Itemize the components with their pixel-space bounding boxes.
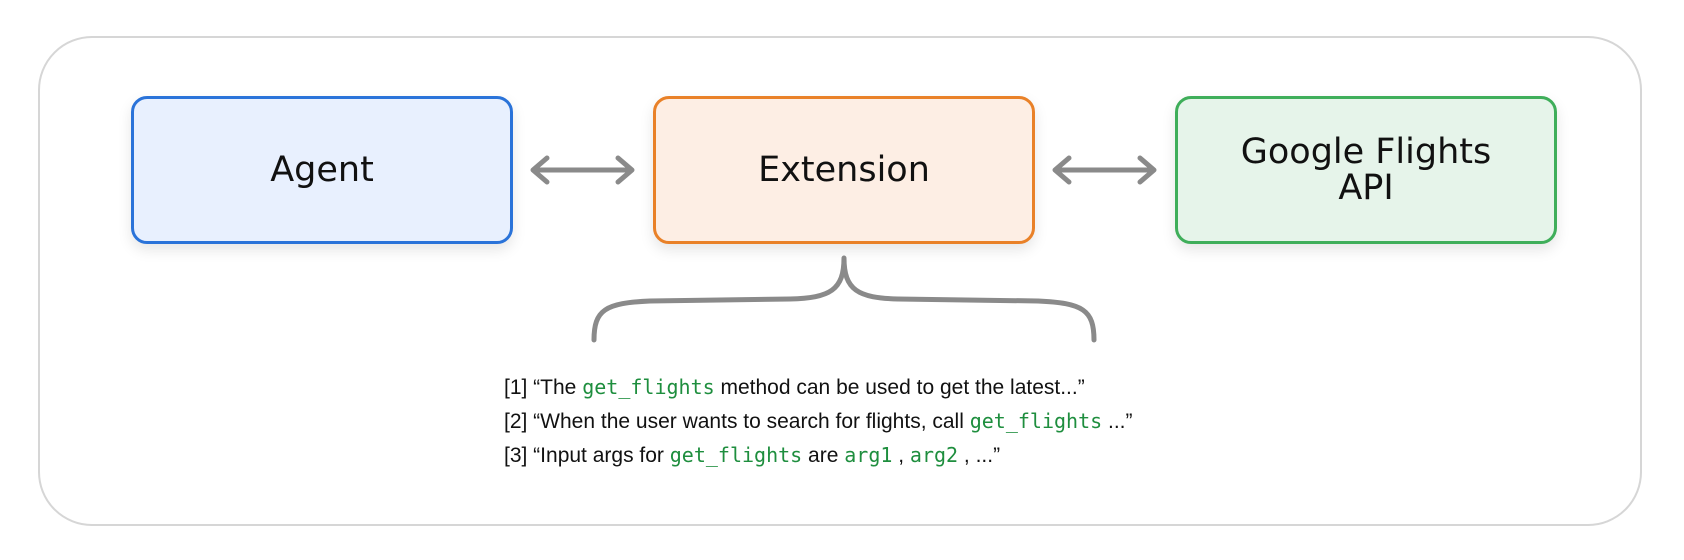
extension-node-label: Extension bbox=[758, 150, 930, 190]
google-flights-api-node-label: Google Flights API bbox=[1240, 132, 1492, 208]
note-line-2: [2] “When the user wants to search for f… bbox=[504, 404, 1133, 438]
note-3-suffix: , ...” bbox=[958, 444, 1001, 467]
google-flights-api-node: Google Flights API bbox=[1175, 96, 1557, 244]
note-1-suffix: method can be used to get the latest...” bbox=[714, 376, 1085, 399]
bidirectional-arrow-extension-api bbox=[1052, 155, 1157, 185]
note-2-code: get_flights bbox=[969, 409, 1103, 433]
extension-node: Extension bbox=[653, 96, 1035, 244]
note-3-code-1: get_flights bbox=[669, 443, 803, 467]
note-line-3: [3] “Input args for get_flights are arg1… bbox=[504, 438, 1133, 472]
note-1-prefix: [1] “The bbox=[504, 376, 583, 399]
note-3-prefix: [3] “Input args for bbox=[504, 444, 670, 467]
note-3-code-2: arg1 bbox=[844, 443, 893, 467]
note-3-mid-1: are bbox=[802, 444, 845, 467]
agent-node-label: Agent bbox=[270, 150, 374, 190]
note-line-1: [1] “The get_flights method can be used … bbox=[504, 370, 1133, 404]
note-2-prefix: [2] “When the user wants to search for f… bbox=[504, 410, 970, 433]
curly-brace-icon bbox=[591, 255, 1097, 343]
note-3-mid-2: , bbox=[892, 444, 910, 467]
extension-notes: [1] “The get_flights method can be used … bbox=[504, 370, 1133, 472]
bidirectional-arrow-agent-extension bbox=[530, 155, 635, 185]
note-3-code-3: arg2 bbox=[909, 443, 959, 467]
note-2-suffix: ...” bbox=[1102, 410, 1133, 433]
agent-node: Agent bbox=[131, 96, 513, 244]
note-1-code: get_flights bbox=[582, 375, 715, 399]
